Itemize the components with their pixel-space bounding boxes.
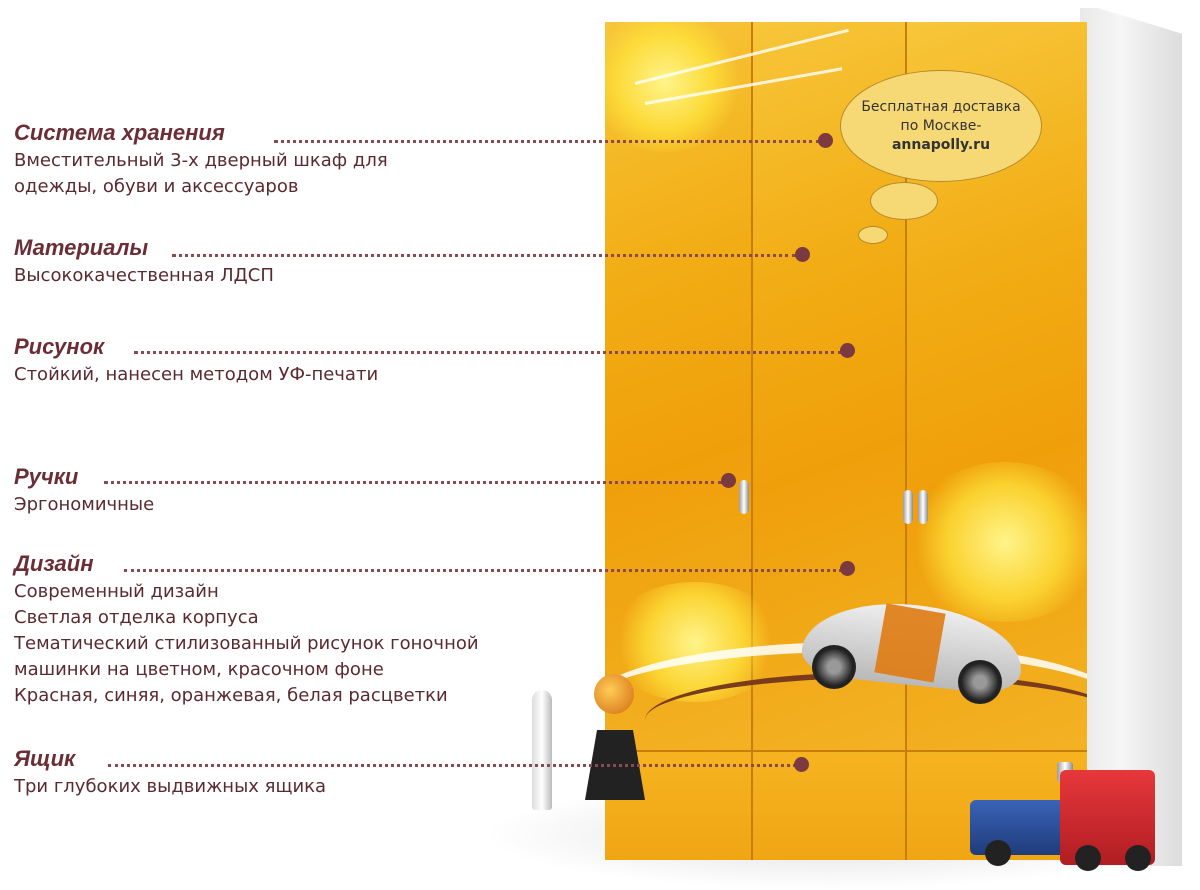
feature-line: Красная, синяя, оранжевая, белая расцвет… <box>14 685 448 706</box>
door-handle <box>739 480 749 514</box>
drawer-middle <box>753 750 907 860</box>
race-car-stripe <box>874 603 946 683</box>
feature-handles: Ручки Эргономичные <box>14 464 154 518</box>
paint-splash <box>905 462 1087 622</box>
toy-truck-wheel <box>985 840 1011 866</box>
marker-dot <box>794 757 809 772</box>
feature-description: Высококачественная ЛДСП <box>14 263 274 289</box>
marker-dot <box>818 133 833 148</box>
feature-title: Ящик <box>14 746 76 771</box>
feature-title: Система хранения <box>14 120 225 145</box>
marker-dot <box>840 343 855 358</box>
toy-sun-globe <box>594 674 634 714</box>
feature-print: Рисунок Стойкий, нанесен методом УФ-печа… <box>14 334 378 388</box>
delivery-brand: annapolly.ru <box>891 136 991 153</box>
feature-description: Три глубоких выдвижных ящика <box>14 774 326 800</box>
leader-line <box>274 140 820 143</box>
leader-line <box>172 254 796 257</box>
feature-line: Светлая отделка корпуса <box>14 607 259 628</box>
feature-line: Современный дизайн <box>14 581 219 602</box>
feature-description: Вместительный 3-х дверный шкаф для одежд… <box>14 148 388 200</box>
feature-line: Вместительный 3-х дверный шкаф для <box>14 150 388 171</box>
feature-line: машинки на цветном, красочном фоне <box>14 659 384 680</box>
feature-title: Рисунок <box>14 334 105 359</box>
feature-description: Эргономичные <box>14 492 154 518</box>
delivery-bubble: Бесплатная доставка по Москве- annapolly… <box>840 70 1042 182</box>
marker-dot <box>721 473 736 488</box>
feature-storage: Система хранения Вместительный 3-х дверн… <box>14 120 388 200</box>
feature-drawer: Ящик Три глубоких выдвижных ящика <box>14 746 326 800</box>
feature-title: Дизайн <box>14 551 94 576</box>
delivery-text-line2: по Москве- <box>900 117 982 134</box>
marker-dot <box>840 561 855 576</box>
thought-bubble-dot <box>870 182 938 220</box>
feature-description: Современный дизайн Светлая отделка корпу… <box>14 579 479 709</box>
feature-title: Материалы <box>14 235 149 260</box>
door-handle <box>918 490 928 524</box>
car-wheel <box>812 645 856 689</box>
paint-splash <box>605 22 745 152</box>
marker-dot <box>795 247 810 262</box>
feature-design: Дизайн Современный дизайн Светлая отделк… <box>14 551 479 709</box>
feature-line: Тематический стилизованный рисунок гоноч… <box>14 633 479 654</box>
toy-rocket <box>532 690 552 810</box>
feature-line: Эргономичные <box>14 494 155 515</box>
wardrobe-side-panel <box>1080 8 1182 866</box>
feature-materials: Материалы Высококачественная ЛДСП <box>14 235 274 289</box>
thought-bubble-dot <box>858 226 888 244</box>
feature-line: одежды, обуви и аксессуаров <box>14 176 299 197</box>
door-handle <box>903 490 913 524</box>
toy-truck-wheel <box>1125 845 1151 871</box>
leader-line <box>124 569 842 572</box>
feature-title: Ручки <box>14 464 79 489</box>
leader-line <box>134 351 842 354</box>
car-wheel <box>958 660 1002 704</box>
feature-line: Высококачественная ЛДСП <box>14 265 274 286</box>
feature-line: Три глубоких выдвижных ящика <box>14 776 327 797</box>
leader-line <box>104 481 722 484</box>
feature-line: Стойкий, нанесен методом УФ-печати <box>14 364 379 385</box>
toy-truck-wheel <box>1075 845 1101 871</box>
leader-line <box>108 764 796 767</box>
delivery-text-line1: Бесплатная доставка <box>861 98 1021 115</box>
feature-description: Стойкий, нанесен методом УФ-печати <box>14 362 378 388</box>
